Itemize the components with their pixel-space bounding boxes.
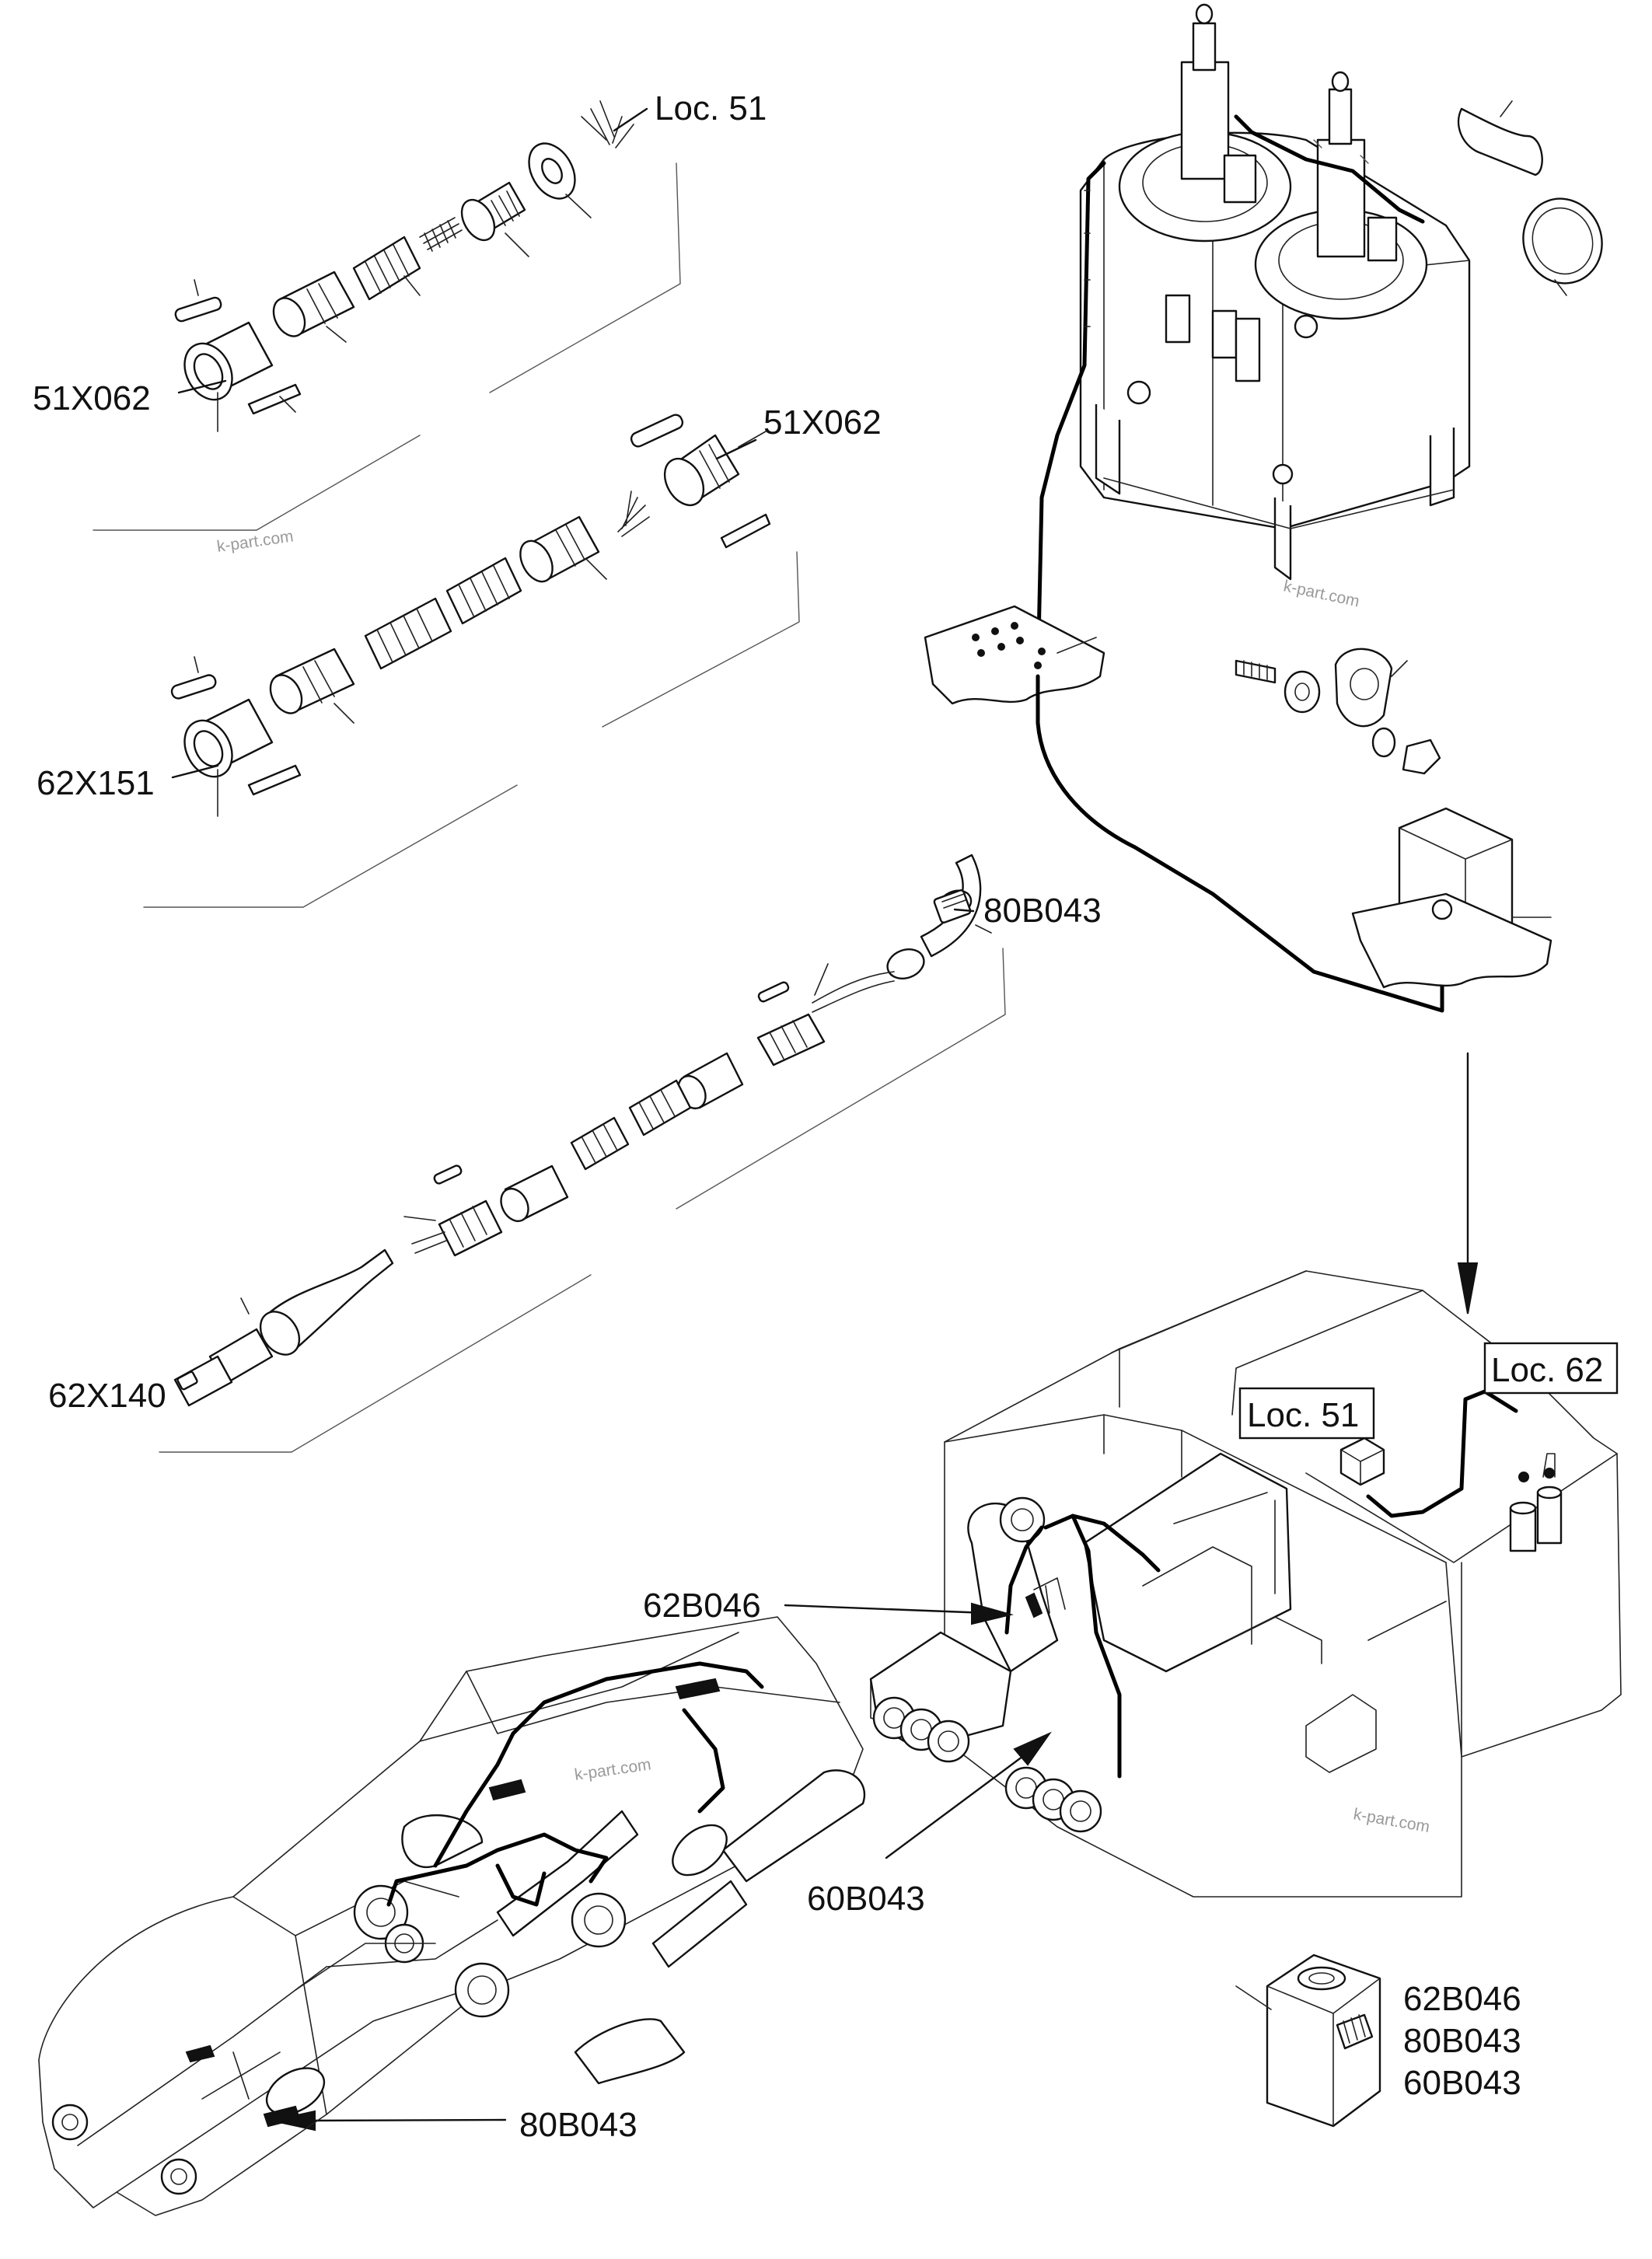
leader-loc51 (613, 107, 648, 132)
label-60b043-callout: 60B043 (807, 1880, 925, 1918)
mounting-clamp-parts (1235, 648, 1441, 775)
loc51-callout-box (1238, 1387, 1375, 1440)
watermark: k-part.com (215, 527, 294, 556)
connector-51x062-exploded-upper (174, 100, 634, 432)
label-loc51-box: Loc. 51 (1247, 1396, 1359, 1434)
label-loc51-top: Loc. 51 (655, 89, 767, 127)
label-62b046-callout: 62B046 (643, 1587, 761, 1625)
label-80b043-bottom: 80B043 (519, 2106, 637, 2144)
connector-80b043-exploded (173, 854, 992, 1407)
label-51x062-left: 51X062 (33, 379, 151, 417)
cable-entry-plate (924, 605, 1105, 705)
junction-box (1351, 807, 1552, 989)
proximity-sensor-detail (1235, 1953, 1381, 2128)
label-51x062-right: 51X062 (763, 403, 882, 442)
arrow-60b043 (885, 1731, 1052, 1859)
label-sensor-62b046: 62B046 (1403, 1980, 1521, 2018)
loc62-callout-box (1483, 1342, 1619, 1395)
label-sensor-80b043: 80B043 (1403, 2022, 1521, 2060)
watermark: k-part.com (1352, 1805, 1431, 1836)
label-62x151: 62X151 (37, 764, 155, 802)
arrow-to-machine (1457, 1052, 1479, 1315)
boom-arm-assembly (38, 1616, 866, 2216)
leader-62x151 (171, 764, 219, 779)
label-80b043-top: 80B043 (983, 892, 1102, 930)
machine-upper-structure (869, 1270, 1622, 1898)
watermark: k-part.com (1282, 577, 1361, 610)
cable-tie-and-sleeve (1457, 100, 1603, 296)
label-sensor-60b043: 60B043 (1403, 2064, 1521, 2102)
arrow-62b046 (784, 1602, 1014, 1625)
leader-51x062-right (715, 438, 757, 460)
watermark: k-part.com (573, 1755, 651, 1784)
connector-62x151-exploded (170, 414, 771, 817)
leader-80b043-top (953, 908, 975, 913)
label-loc62-box: Loc. 62 (1491, 1351, 1603, 1389)
label-62x140: 62X140 (48, 1377, 166, 1415)
hydraulic-tank-assembly (1036, 3, 1471, 679)
leader-51x062-left (177, 379, 227, 394)
